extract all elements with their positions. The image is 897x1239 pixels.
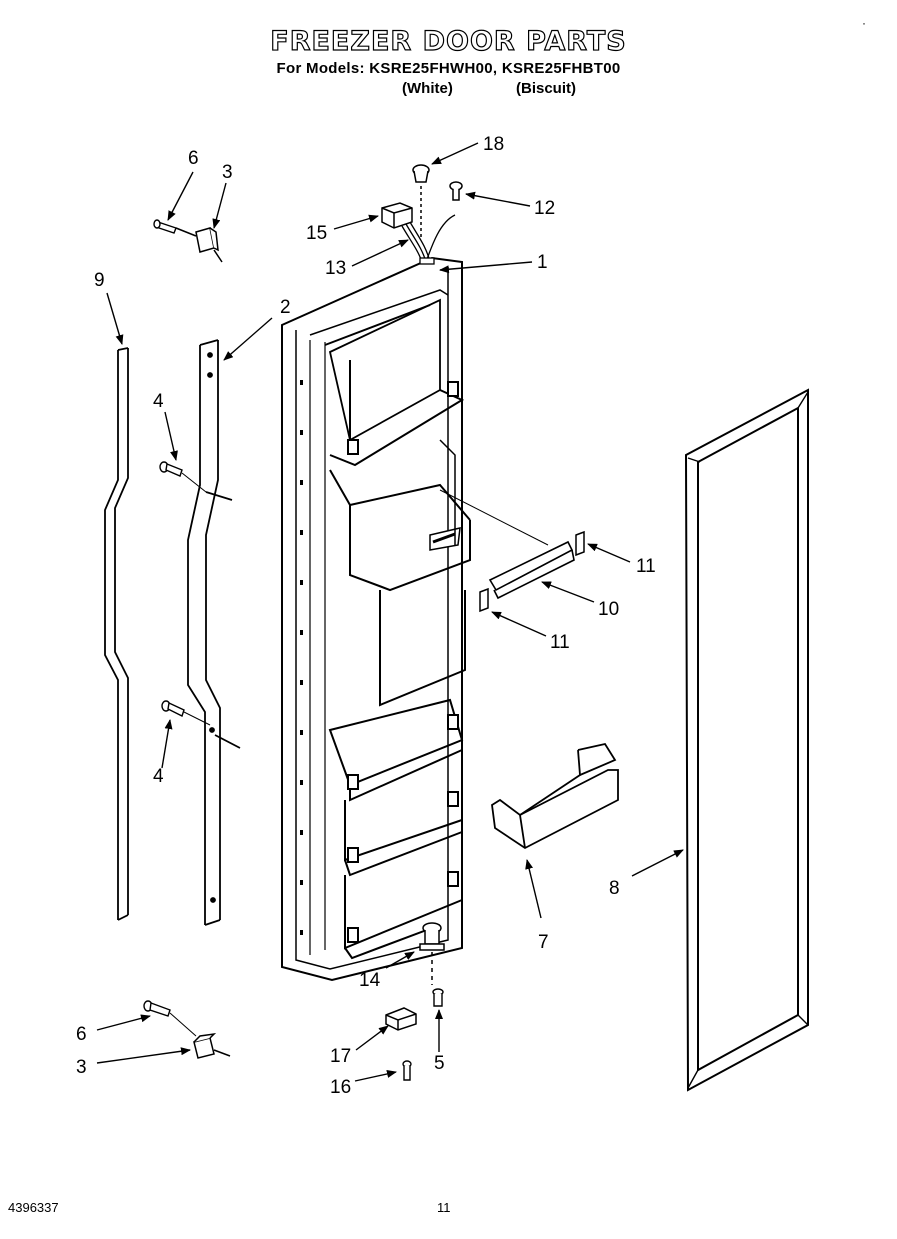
callout-16: 16 [330, 1077, 351, 1098]
part-18-plug [412, 164, 430, 240]
callout-4-lower: 4 [153, 766, 164, 787]
leader-9 [106, 292, 124, 345]
part-5-pin [432, 988, 444, 1007]
leader-6-bottom [96, 1014, 151, 1031]
leader-4-lower [161, 719, 173, 769]
leader-11-lower [491, 611, 547, 637]
part-13-wires [401, 214, 456, 265]
leader-17 [355, 1025, 389, 1051]
part-16-screw [402, 1060, 412, 1081]
part-17-bracket [385, 1007, 417, 1031]
callout-18: 18 [483, 134, 504, 155]
callout-11-lower: 11 [550, 632, 570, 653]
part-4-screw-lower [161, 700, 211, 726]
leader-1 [439, 261, 533, 274]
leader-14 [385, 951, 415, 969]
callout-11-upper: 11 [636, 556, 656, 577]
leader-11-upper [587, 543, 631, 563]
leader-13 [351, 239, 409, 267]
leader-16 [354, 1070, 397, 1082]
page-number: 11 [437, 1200, 451, 1215]
page-title: FREEZER DOOR PARTS [270, 25, 627, 57]
leader-4-upper [164, 411, 178, 461]
part-14-bearing [419, 922, 445, 985]
callout-5: 5 [434, 1053, 445, 1074]
leader-18 [431, 142, 479, 165]
leader-3-bottom [96, 1047, 191, 1064]
leader-2 [223, 317, 273, 361]
part-11-end-cap-upper [575, 530, 585, 557]
part-8-gasket [684, 388, 809, 1092]
callout-13: 13 [325, 258, 346, 279]
leader-15 [333, 214, 379, 230]
callout-15: 15 [306, 223, 327, 244]
leader-6-top [167, 171, 194, 221]
variant-white: (White) [402, 80, 453, 97]
leader-lines [96, 142, 684, 1082]
part-12-screw [449, 181, 463, 201]
part-7-bin [491, 742, 619, 850]
part-6-screw-bottom [143, 1000, 197, 1037]
callout-12: 12 [534, 198, 555, 219]
models-line: For Models: KSRE25FHWH00, KSRE25FHBT00 [276, 60, 621, 77]
part-3-hinge-top [175, 227, 223, 263]
part-2-trim [187, 339, 241, 926]
callout-17: 17 [330, 1046, 351, 1067]
part-4-screw-upper [159, 461, 207, 493]
part-11-end-cap-lower [479, 587, 489, 613]
part-9-strip [104, 347, 129, 921]
leader-10 [541, 581, 595, 603]
part-3-hinge-bottom [193, 1032, 231, 1059]
callout-8: 8 [609, 878, 620, 899]
callout-3-bottom: 3 [76, 1057, 87, 1078]
callout-9: 9 [94, 270, 105, 291]
leader-8 [631, 849, 684, 877]
document-number: 4396337 [8, 1200, 59, 1215]
callout-3-top: 3 [222, 162, 233, 183]
leader-12 [465, 191, 531, 207]
callout-4-upper: 4 [153, 391, 164, 412]
callout-7: 7 [538, 932, 549, 953]
callout-6-top: 6 [188, 148, 199, 169]
callout-2: 2 [280, 297, 291, 318]
callout-10: 10 [598, 599, 619, 620]
callout-1: 1 [537, 252, 548, 273]
part-6-screw-top [153, 219, 177, 234]
corner-mark: · [862, 16, 866, 30]
leader-3-top [212, 182, 227, 229]
callout-14: 14 [359, 970, 381, 991]
variant-biscuit: (Biscuit) [516, 80, 576, 97]
freezer-door-part [281, 256, 471, 982]
part-10-trim [439, 489, 575, 600]
leader-7 [525, 859, 542, 919]
door-rivets [300, 380, 303, 935]
callout-6-bottom: 6 [76, 1024, 87, 1045]
part-15-connector [381, 202, 413, 229]
